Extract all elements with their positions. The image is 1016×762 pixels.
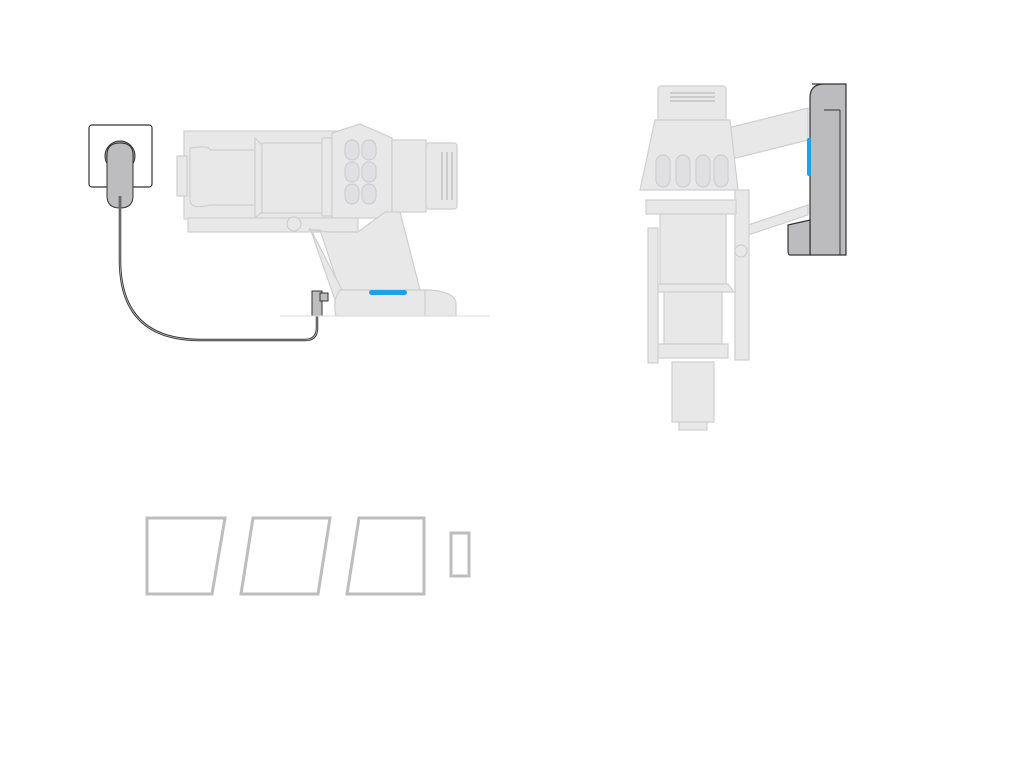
battery-segment [345,516,426,596]
battery-level-icon [145,516,471,596]
battery-segment [239,516,332,596]
handheld-vacuum-icon [176,123,458,317]
battery-terminal [449,531,471,578]
docked-charge-led [807,138,811,176]
docked-vacuum-icon [639,85,809,431]
battery-segment [145,516,227,596]
wall-dock-icon [787,83,847,256]
charge-led-indicator [369,290,407,295]
charger-connector-icon [311,290,329,317]
charger-plug-icon [106,142,134,209]
